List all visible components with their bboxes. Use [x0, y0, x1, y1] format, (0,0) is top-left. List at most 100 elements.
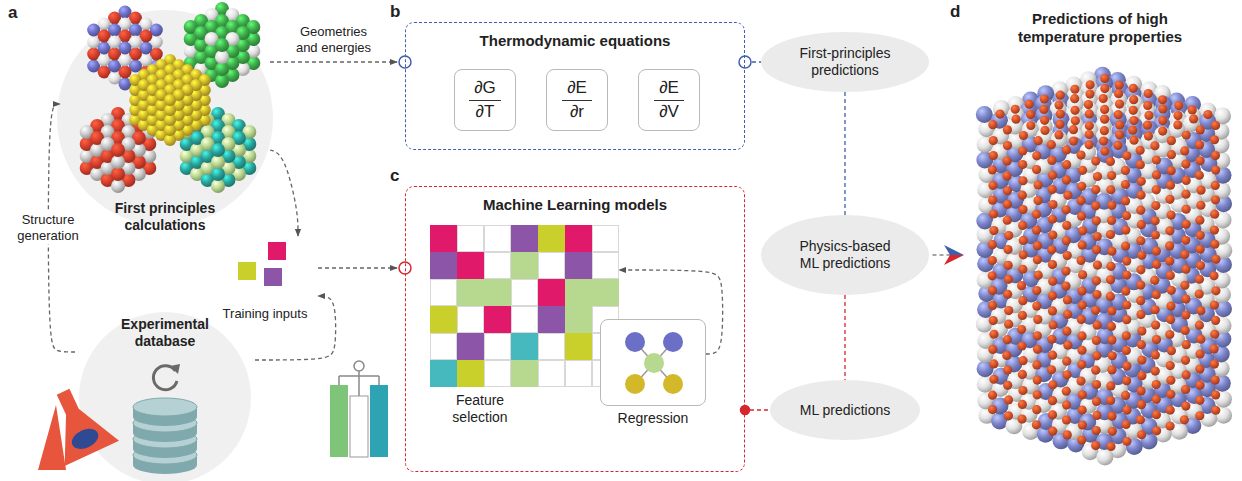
atom-sphere: [1114, 110, 1123, 119]
atom-sphere: [1048, 260, 1057, 269]
node-label: Predictions of high temperature properti…: [1000, 10, 1200, 46]
atom-sphere: [988, 271, 997, 280]
database-disc: [133, 398, 197, 416]
connector: [933, 254, 961, 255]
panel-title: Thermodynamic equations: [406, 32, 744, 50]
atom-sphere: [988, 240, 997, 249]
atom-sphere: [211, 167, 225, 181]
dashed-panel: Machine Learning modelsFeature selection…: [405, 186, 745, 472]
atom-sphere: [1062, 221, 1071, 230]
atom-sphere: [1152, 410, 1161, 419]
atom-sphere: [1062, 387, 1071, 396]
ground-circle: [57, 10, 273, 226]
atom-sphere: [1093, 172, 1102, 181]
atom-sphere: [1033, 376, 1042, 385]
panel-letter: d: [950, 2, 960, 22]
atom-sphere: [1181, 311, 1190, 320]
atom-sphere: [989, 359, 998, 368]
atom-sphere: [1048, 231, 1057, 240]
atom-sphere: [1152, 155, 1161, 164]
atom-sphere: [1158, 104, 1167, 113]
atom-sphere: [1107, 216, 1116, 225]
equation-term: ∂r: [565, 101, 589, 123]
atom-sphere: [164, 94, 176, 106]
bar-frame: [338, 376, 340, 385]
atom-sphere: [1040, 126, 1049, 135]
atom-sphere: [988, 120, 997, 129]
atom-sphere: [1121, 391, 1130, 400]
atom-sphere: [1188, 105, 1197, 114]
atom-sphere: [1114, 89, 1123, 98]
atom-sphere: [989, 151, 998, 160]
atom-sphere: [1180, 146, 1189, 155]
atom-sphere: [1158, 116, 1167, 125]
atom-sphere: [1047, 245, 1056, 254]
edge-label: Geometries and energies: [291, 23, 376, 56]
atom-sphere: [1121, 166, 1130, 175]
connector: [844, 295, 845, 380]
atom-sphere: [1026, 110, 1035, 119]
atom-sphere: [1033, 196, 1042, 205]
atom-sphere: [111, 155, 125, 169]
bar-icon: [350, 396, 368, 457]
figure-group: Predictions of high temperature properti…: [962, 6, 1238, 476]
atom-sphere: [1032, 226, 1041, 235]
connector: [844, 92, 845, 215]
atom-sphere: [1196, 245, 1205, 254]
matrix-cell: [511, 252, 538, 279]
atom-sphere: [1003, 366, 1012, 375]
network-node: [625, 374, 645, 394]
atom-sphere: [1077, 286, 1086, 295]
atom-sphere: [1165, 226, 1174, 235]
atom-sphere: [988, 196, 997, 205]
result-ellipse: ML predictions: [770, 380, 920, 440]
atom-sphere: [1048, 291, 1057, 300]
atom-sphere: [989, 316, 998, 325]
atom-sphere: [1166, 421, 1175, 430]
atom-sphere: [1084, 100, 1093, 109]
atom-sphere: [976, 106, 993, 123]
atom-sphere: [1210, 330, 1219, 339]
atom-sphere: [1182, 220, 1191, 229]
atom-sphere: [1129, 136, 1138, 145]
atom-sphere: [988, 345, 997, 354]
atom-sphere: [1047, 156, 1056, 165]
atom-sphere: [1032, 301, 1041, 310]
atom-sphere: [1033, 331, 1042, 340]
atom-sphere: [1091, 306, 1100, 315]
matrix-cell: [565, 333, 592, 360]
connector: [619, 270, 723, 354]
matrix-cell: [430, 360, 457, 387]
figure-group: Training inputs: [212, 236, 318, 326]
atom-sphere: [1077, 331, 1086, 340]
edge-label: Structure generation: [9, 211, 87, 244]
matrix-cell: [538, 360, 565, 387]
equation-term: ∂E: [654, 77, 684, 100]
atom-sphere: [995, 110, 1004, 119]
connector: [318, 267, 397, 268]
atom-sphere: [1182, 205, 1191, 214]
atom-sphere: [1003, 245, 1012, 254]
atom-sphere: [1018, 296, 1027, 305]
atom-sphere: [1033, 315, 1042, 324]
regression-box: Regression: [600, 319, 706, 439]
atom-sphere: [1115, 99, 1124, 108]
atom-sphere: [1091, 201, 1100, 210]
atom-sphere: [1181, 401, 1190, 410]
atom-sphere: [1210, 344, 1219, 353]
atom-sphere: [1129, 84, 1138, 93]
atom-sphere: [1152, 426, 1161, 435]
atom-sphere: [1048, 380, 1057, 389]
atom-sphere: [1077, 182, 1086, 191]
matrix-cell: [484, 306, 511, 333]
atom-sphere: [1166, 271, 1175, 280]
equation-term: ∂T: [471, 101, 500, 123]
node-label: Regression: [600, 410, 706, 427]
atom-sphere: [1181, 385, 1190, 394]
atom-sphere: [988, 405, 997, 414]
atom-sphere: [1003, 125, 1012, 134]
atom-sphere: [1137, 327, 1146, 336]
atom-sphere: [1107, 171, 1116, 180]
atom-sphere: [1048, 427, 1057, 436]
atom-sphere: [1166, 376, 1175, 385]
